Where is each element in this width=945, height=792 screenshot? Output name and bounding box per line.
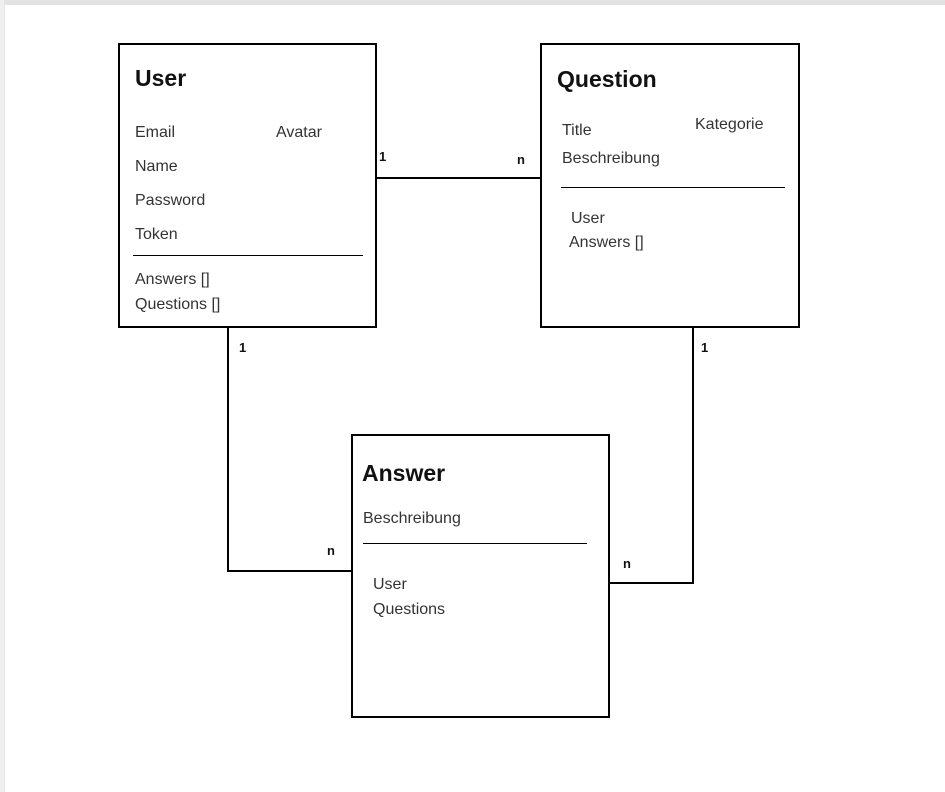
- entity-user-attr-avatar: Avatar: [276, 124, 322, 141]
- entity-user-link-questions: Questions []: [135, 296, 221, 313]
- connector-user-question[interactable]: [377, 177, 540, 179]
- window-left-edge: [0, 0, 5, 792]
- entity-question-link-answers: Answers []: [569, 234, 644, 251]
- entity-question-attr-title: Title: [562, 122, 592, 139]
- connector-question-answer-horizontal[interactable]: [610, 582, 694, 584]
- cardinality-user-answer-n: n: [327, 543, 335, 558]
- entity-user-attr-email: Email: [135, 124, 176, 141]
- connector-user-answer-horizontal[interactable]: [227, 570, 351, 572]
- entity-question-attr-beschreibung: Beschreibung: [562, 150, 660, 167]
- entity-question-divider: [561, 187, 785, 188]
- cardinality-user-question-n: n: [517, 152, 525, 167]
- entity-answer-link-user: User: [373, 576, 407, 593]
- window-top-edge: [0, 0, 945, 5]
- entity-user-attr-password: Password: [135, 192, 206, 209]
- cardinality-user-answer-1: 1: [239, 340, 247, 355]
- entity-question-link-user: User: [571, 210, 605, 227]
- entity-user-link-answers: Answers []: [135, 271, 210, 288]
- entity-question[interactable]: Question Title Kategorie Beschreibung Us…: [540, 43, 800, 328]
- connector-user-answer-vertical[interactable]: [227, 328, 229, 572]
- entity-user-attr-name: Name: [135, 158, 178, 175]
- entity-question-attr-kategorie: Kategorie: [695, 116, 764, 133]
- entity-user[interactable]: User Email Avatar Name Password Token An…: [118, 43, 377, 328]
- entity-answer-attr-beschreibung: Beschreibung: [363, 510, 461, 527]
- entity-question-title: Question: [557, 66, 657, 92]
- entity-user-attr-token: Token: [135, 226, 178, 243]
- entity-user-divider: [133, 255, 363, 256]
- connector-question-answer-vertical[interactable]: [692, 328, 694, 584]
- entity-answer-title: Answer: [362, 460, 446, 486]
- entity-answer[interactable]: Answer Beschreibung User Questions: [351, 434, 610, 718]
- cardinality-question-answer-1: 1: [701, 340, 709, 355]
- entity-answer-divider: [363, 543, 587, 544]
- cardinality-user-question-1: 1: [379, 149, 387, 164]
- entity-user-title: User: [135, 65, 187, 91]
- entity-answer-link-questions: Questions: [373, 601, 446, 618]
- cardinality-question-answer-n: n: [623, 556, 631, 571]
